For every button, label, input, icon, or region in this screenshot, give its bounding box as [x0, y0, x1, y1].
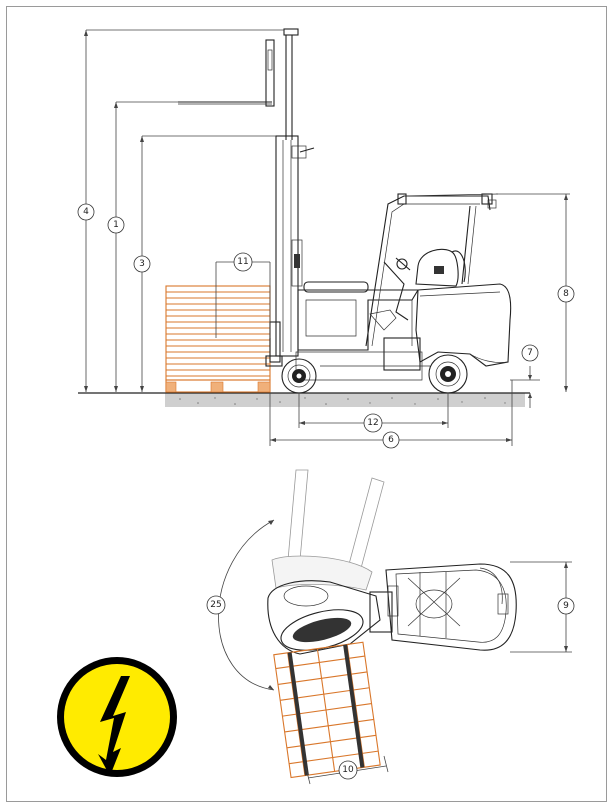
ghost-forks	[271, 469, 385, 591]
callout-4-label: 4	[83, 207, 89, 217]
callout-12-label: 12	[367, 418, 378, 428]
callout-3: 3	[133, 255, 151, 273]
callout-7: 7	[521, 344, 539, 362]
drawing-frame	[6, 6, 607, 802]
ground	[78, 392, 530, 407]
callout-10: 10	[338, 760, 358, 780]
truck-body-top	[385, 563, 517, 651]
seat-and-steering	[369, 248, 466, 331]
callout-3-label: 3	[139, 259, 145, 269]
callout-9: 9	[557, 597, 575, 615]
callout-7-label: 7	[527, 348, 533, 358]
rotating-head	[267, 580, 393, 655]
callout-1-label: 1	[113, 220, 119, 230]
mast	[178, 28, 315, 367]
rear-wheel	[428, 354, 468, 394]
load-pallet	[165, 285, 271, 393]
callout-8: 8	[557, 285, 575, 303]
callout-4: 4	[77, 203, 95, 221]
high-voltage-warning-icon	[57, 657, 177, 777]
callout-1: 1	[107, 216, 125, 234]
pallet-top	[273, 641, 381, 779]
callout-9-label: 9	[563, 601, 569, 611]
front-wheel	[281, 358, 317, 394]
callout-6-label: 6	[388, 435, 394, 445]
callout-25-label: 25	[210, 600, 221, 610]
callout-8-label: 8	[563, 289, 569, 299]
chassis	[295, 281, 512, 381]
side-dimensions	[84, 29, 570, 446]
callout-10-label: 10	[342, 765, 354, 775]
callout-11: 11	[233, 252, 253, 272]
overhead-guard	[365, 193, 499, 347]
callout-25: 25	[206, 595, 226, 615]
callout-11-label: 11	[237, 257, 248, 267]
callout-12: 12	[363, 413, 383, 433]
side-view	[78, 28, 570, 446]
callout-6: 6	[382, 431, 400, 449]
top-view	[218, 469, 572, 785]
